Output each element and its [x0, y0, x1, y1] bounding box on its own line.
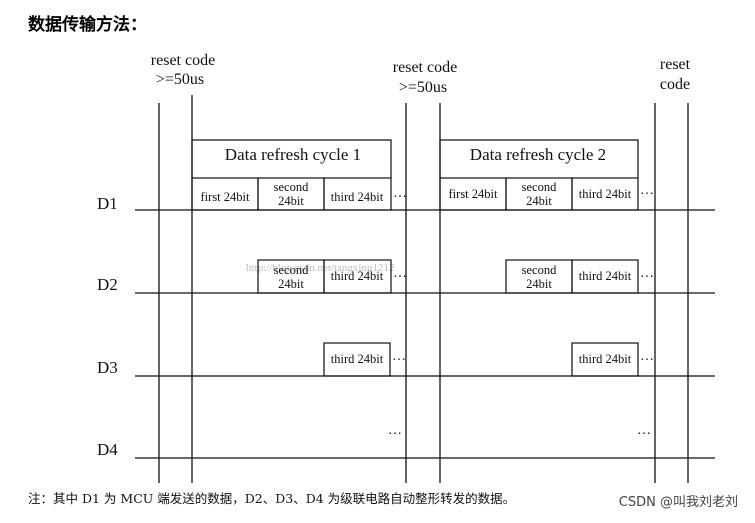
d1-c1-first-label: first 24bit: [201, 190, 250, 204]
d1-c1-second-label-line2: 24bit: [278, 194, 304, 208]
d1-c2-second-label-line1: second: [522, 180, 557, 194]
d1-c1-ellipsis: …: [393, 186, 407, 201]
reset-code-label-1-line1: reset code: [151, 52, 215, 69]
d2-c1-second-label-line1: second: [274, 263, 309, 277]
d3-c1-ellipsis: …: [392, 349, 406, 364]
d1-c1-second-label-line1: second: [274, 180, 309, 194]
d2-c1-ellipsis: …: [393, 266, 407, 281]
d2-c2-ellipsis: …: [640, 266, 654, 281]
signal-label-d3: D3: [97, 358, 118, 377]
signal-baselines: [135, 209, 715, 459]
faint-source-url: http://blog.csdn.net/tangxing1212: [246, 262, 395, 274]
d1-c2-third-label: third 24bit: [579, 187, 632, 201]
reset-code-label-3-line2: code: [660, 76, 690, 93]
d2-c1-third-label: third 24bit: [331, 269, 384, 283]
footnote: 注：其中 D1 为 MCU 端发送的数据，D2、D3、D4 为级联电路自动整形转…: [28, 491, 515, 506]
d2-c2-second-label-line2: 24bit: [526, 277, 552, 291]
reset-code-label-1-line2: >=50us: [156, 71, 204, 88]
d3-c1-third-label: third 24bit: [331, 352, 384, 366]
d2-c2-second-label-line1: second: [522, 263, 557, 277]
diagram-title: 数据传输方法：: [28, 14, 147, 35]
d1-c2-ellipsis: …: [640, 183, 654, 198]
cycle-2-label: Data refresh cycle 2: [470, 145, 606, 164]
d4-c2-ellipsis: …: [637, 423, 651, 438]
signal-label-d4: D4: [97, 440, 118, 459]
d1-c2-first-label: first 24bit: [449, 187, 498, 201]
d1-c1-third-segment: [323, 177, 392, 211]
d1-c2-third-segment: [571, 177, 639, 211]
refresh-cycle-brackets: [191, 139, 639, 178]
d4-c1-ellipsis: …: [388, 423, 402, 438]
signal-label-d1: D1: [97, 194, 118, 213]
d2-c2-third-label: third 24bit: [579, 269, 632, 283]
signal-label-d2: D2: [97, 275, 118, 294]
d1-c1-third-label: third 24bit: [331, 190, 384, 204]
cycle-2-bracket: [439, 139, 639, 178]
reset-code-label-3-line1: reset: [660, 56, 691, 73]
d2-c1-third-segment: [323, 259, 392, 294]
d3-c1-third-segment: [323, 342, 391, 377]
csdn-watermark: CSDN @叫我刘老刘: [619, 495, 738, 510]
d2-c2-third-segment: [571, 259, 639, 294]
d3-c2-third-segment: [571, 342, 639, 377]
cycle-1-bracket: [191, 139, 392, 178]
d2-c1-second-label-line2: 24bit: [278, 277, 304, 291]
reset-code-label-2-line1: reset code: [393, 59, 457, 76]
reset-code-label-2-line2: >=50us: [399, 79, 447, 96]
d3-c2-third-label: third 24bit: [579, 352, 632, 366]
d3-c2-ellipsis: …: [640, 349, 654, 364]
cycle-1-label: Data refresh cycle 1: [225, 145, 361, 164]
d1-c2-second-label-line2: 24bit: [526, 194, 552, 208]
